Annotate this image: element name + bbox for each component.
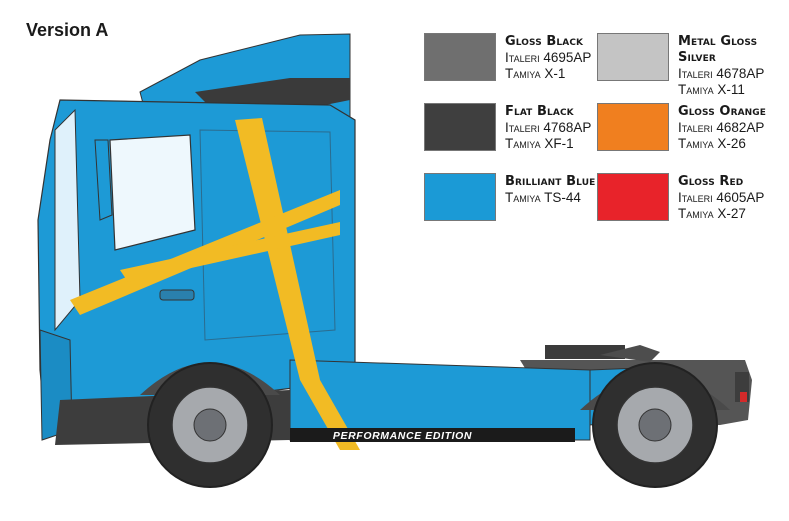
swatch-flat-black <box>424 103 496 151</box>
swatch-brilliant-blue <box>424 173 496 221</box>
performance-edition-decal: PERFORMANCE EDITION <box>332 430 473 442</box>
door-window <box>109 134 196 251</box>
label-metal-gloss-silver: Metal Gloss Silver Italeri 4678AP Tamiya… <box>678 34 765 97</box>
decal-band <box>290 428 575 442</box>
side-mirror <box>94 139 113 221</box>
rear-wheel <box>592 362 718 488</box>
label-gloss-red: Gloss Red Italeri 4605AP Tamiya X-27 <box>678 174 765 221</box>
label-gloss-black: Gloss Black Italeri 4695AP Tamiya X-1 <box>505 34 592 81</box>
swatch-gloss-red <box>597 173 669 221</box>
swatch-gloss-orange <box>597 103 669 151</box>
label-flat-black: Flat Black Italeri 4768AP Tamiya XF-1 <box>505 104 592 151</box>
label-gloss-orange: Gloss Orange Italeri 4682AP Tamiya X-26 <box>678 104 767 151</box>
front-wheel <box>147 362 273 488</box>
version-title: Version A <box>26 20 109 40</box>
swatch-gloss-black <box>424 33 496 81</box>
label-brilliant-blue: Brilliant Blue Tamiya TS-44 <box>505 174 596 205</box>
swatch-metal-gloss-silver <box>597 33 669 81</box>
